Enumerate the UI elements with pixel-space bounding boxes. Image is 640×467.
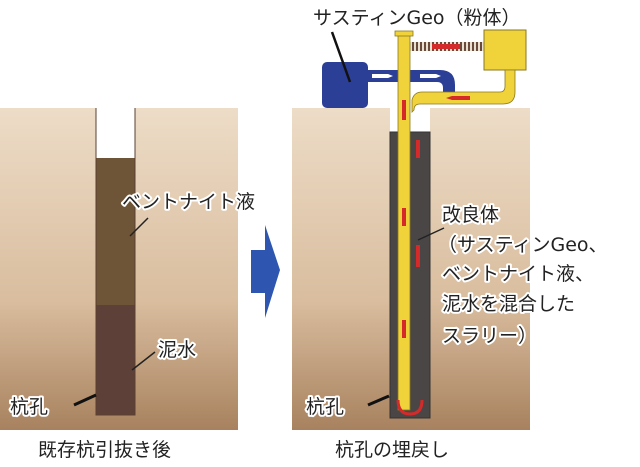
pointer-arrow (73, 393, 97, 407)
mud-water (96, 305, 135, 415)
caption-right: 杭孔の埋戻し (335, 439, 449, 461)
flow-arrow-red (432, 44, 460, 49)
svg-text:スラリー）: スラリー） (442, 325, 537, 347)
yellow-return-pipe (411, 69, 516, 113)
svg-text:改良体: 改良体 (442, 204, 499, 226)
step-arrow-icon (251, 225, 280, 318)
label-hole: 杭孔 (10, 396, 48, 418)
svg-text:ベントナイト液、: ベントナイト液、 (442, 263, 594, 285)
label-bentonite: ベントナイト液 (122, 191, 255, 213)
flow-arrow-red (446, 96, 470, 100)
label-mud: 泥水 (158, 339, 196, 361)
pointer-arrow (417, 227, 445, 241)
hole-outline (95, 108, 136, 416)
powder-tank (322, 62, 368, 108)
pointer-arrow (129, 217, 149, 237)
flow-arrow-white (372, 74, 441, 78)
svg-text:（サスティンGeo、: （サスティンGeo、 (438, 234, 608, 256)
label-hole: 杭孔 (306, 396, 344, 418)
label-improved-body: 改良体 （サスティンGeo、 ベントナイト液、 泥水を混合した スラリー） (436, 202, 610, 349)
pointer-arrow (131, 351, 156, 371)
right-panel: サスティンGeo（粉体） 改良体 （サスティンGeo、 ベントナイト液、 泥水を… (292, 7, 610, 461)
pipe-cap (394, 30, 414, 37)
left-panel: ベントナイト液 泥水 杭孔 既存杭引抜き後 (0, 108, 257, 461)
ground-right (292, 108, 530, 430)
flow-arrows (402, 100, 420, 338)
mixer-box (483, 29, 527, 71)
svg-text:泥水を混合した: 泥水を混合した (442, 293, 575, 315)
label-material: サスティンGeo（粉体） (313, 7, 521, 29)
caption-left: 既存杭引抜き後 (38, 439, 171, 461)
bentonite-fluid (96, 158, 135, 305)
pointer-arrow (330, 31, 352, 83)
pointer-arrow (367, 394, 390, 407)
pipe-bottom-bend (396, 399, 424, 416)
